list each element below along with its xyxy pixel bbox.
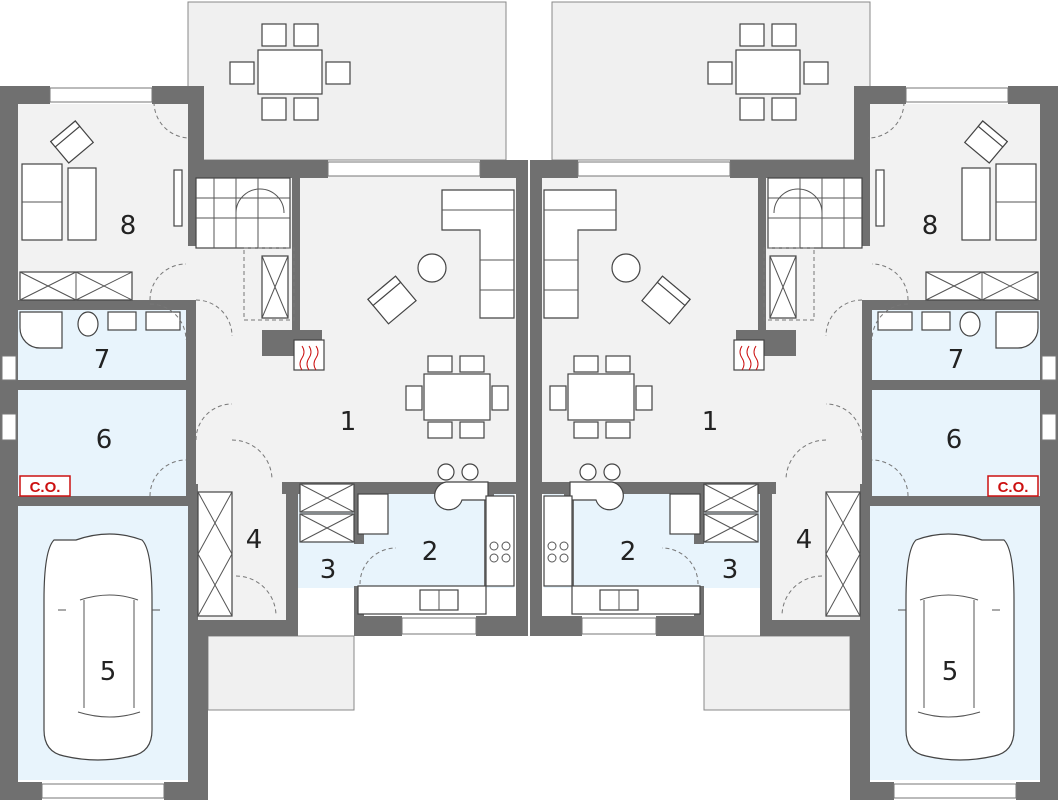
room-number-8-right: 8 — [922, 211, 939, 241]
room-number-1-left: 1 — [340, 407, 357, 437]
unit-right — [530, 1, 1058, 800]
room-number-2-right: 2 — [620, 537, 637, 567]
room-number-3-right: 3 — [722, 555, 739, 585]
room-number-7-left: 7 — [94, 345, 111, 375]
room-number-6-left: 6 — [96, 425, 113, 455]
room-number-3-left: 3 — [320, 555, 337, 585]
porch-left — [207, 635, 355, 711]
room-number-8-left: 8 — [120, 211, 137, 241]
room-number-1-right: 1 — [702, 407, 719, 437]
car-icon-right — [898, 533, 1015, 761]
room-number-5-right: 5 — [942, 657, 959, 687]
room-number-5-left: 5 — [100, 657, 117, 687]
room-number-2-left: 2 — [422, 537, 439, 567]
room-number-4-right: 4 — [796, 525, 813, 555]
co-label-left: C.O. — [30, 479, 61, 496]
room-number-4-left: 4 — [246, 525, 263, 555]
room-number-6-right: 6 — [946, 425, 963, 455]
unit-left: C.O. 1 2 3 4 5 6 7 8 — [0, 1, 528, 800]
car-icon-left — [43, 533, 160, 761]
unit-right-labels: C.O. 1 2 3 4 5 6 7 8 — [620, 211, 1029, 687]
room-number-7-right: 7 — [948, 345, 965, 375]
co-label-right: C.O. — [998, 479, 1029, 496]
